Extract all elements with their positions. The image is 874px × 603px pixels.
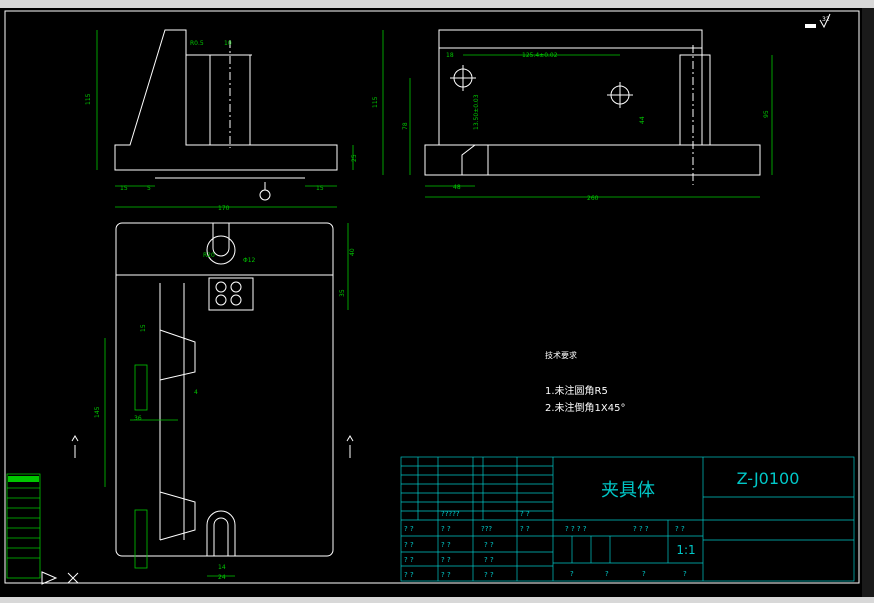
vertical-scrollbar[interactable]: [862, 8, 874, 597]
dim-25: 25: [351, 154, 358, 162]
dim-115r: 115: [372, 96, 379, 108]
dim-18: 18: [446, 52, 454, 59]
tb-q-11: ? ?: [484, 571, 494, 579]
dim-5: 5: [147, 185, 151, 192]
tech-title: 技术要求: [545, 350, 577, 360]
dim-15c: 15: [140, 324, 147, 332]
dim-36: 36: [134, 415, 142, 422]
dim-15b: 15: [316, 185, 324, 192]
tb-q-10: ? ?: [484, 556, 494, 564]
status-bar: [0, 597, 874, 603]
dim-dia: Φ12: [243, 257, 256, 264]
tb-q-6: ? ?: [441, 541, 451, 549]
dim-48: 48: [453, 184, 461, 191]
dim-24: 24: [218, 574, 226, 581]
tb-q-18: ?: [683, 570, 687, 578]
tb-q-13: ? ?: [520, 525, 530, 533]
roughness-value: 32: [822, 16, 830, 23]
drawing-frame: [4, 10, 860, 584]
tb-q-5: ? ?: [441, 525, 451, 533]
dim-4: 4: [194, 389, 198, 396]
dim-35: 35: [339, 289, 346, 297]
tech-item-1: 1.未注圆角R5: [545, 384, 608, 397]
dim-170: 170: [218, 205, 230, 212]
tb-q3b: ???: [481, 525, 492, 533]
dim-10: 10: [224, 40, 232, 47]
dim-1254: 125.4±0.02: [522, 52, 558, 59]
roughness-symbol: 32: [805, 13, 831, 29]
tb-q-14: ? ?: [675, 525, 685, 533]
scale: 1:1: [676, 543, 695, 557]
tb-q-8: ? ?: [441, 571, 451, 579]
tb-q-9: ? ?: [484, 541, 494, 549]
dim-78: 78: [402, 122, 409, 130]
tech-requirements: 技术要求 1.未注圆角R5 2.未注倒角1X45°: [545, 350, 625, 414]
tb-q-3: ? ?: [404, 556, 414, 564]
tb-q-15: ?: [570, 570, 574, 578]
dim-r20: R20: [203, 252, 215, 259]
dim-15a: 15: [120, 185, 128, 192]
dim-115: 115: [85, 93, 92, 105]
dim-tol: 13.50±0.03: [473, 94, 480, 130]
title-block: 夹具体 Z-J0100 1:1 ? ? ? ? ? ? ? ? ????? ? …: [400, 456, 855, 582]
tb-q-4: ? ?: [404, 571, 414, 579]
tech-item-2: 2.未注倒角1X45°: [545, 401, 625, 414]
front-view: 115 R0.5 10 15 5 15 25 170: [85, 29, 358, 212]
dim-260: 260: [587, 195, 599, 202]
left-legend: [6, 473, 79, 585]
dim-145: 145: [94, 406, 101, 418]
toolbar-strip: [0, 0, 874, 8]
tb-q5: ?????: [441, 510, 460, 518]
tb-q-12: ? ?: [520, 510, 530, 518]
tb-q-7: ? ?: [441, 556, 451, 564]
dim-40: 40: [349, 248, 356, 256]
dim-95: 95: [763, 110, 770, 118]
part-name: 夹具体: [601, 480, 655, 501]
tb-q-2: ? ?: [404, 541, 414, 549]
tb-q-16: ?: [605, 570, 609, 578]
tb-q-1: ? ?: [404, 525, 414, 533]
tb-q-17: ?: [642, 570, 646, 578]
dim-r05: R0.5: [190, 40, 204, 47]
tb-q4: ? ? ? ?: [565, 525, 587, 533]
side-view: 115 18 125.4±0.02 78 13.50±0.03 44 95 48…: [372, 29, 773, 202]
dim-14: 14: [218, 564, 226, 571]
tb-qqq: ? ? ?: [633, 525, 649, 533]
top-view: R20 Φ12 40 35 15 145 36 4 14 24: [71, 222, 356, 581]
drawing-number: Z-J0100: [737, 469, 800, 488]
dim-44: 44: [639, 116, 646, 124]
